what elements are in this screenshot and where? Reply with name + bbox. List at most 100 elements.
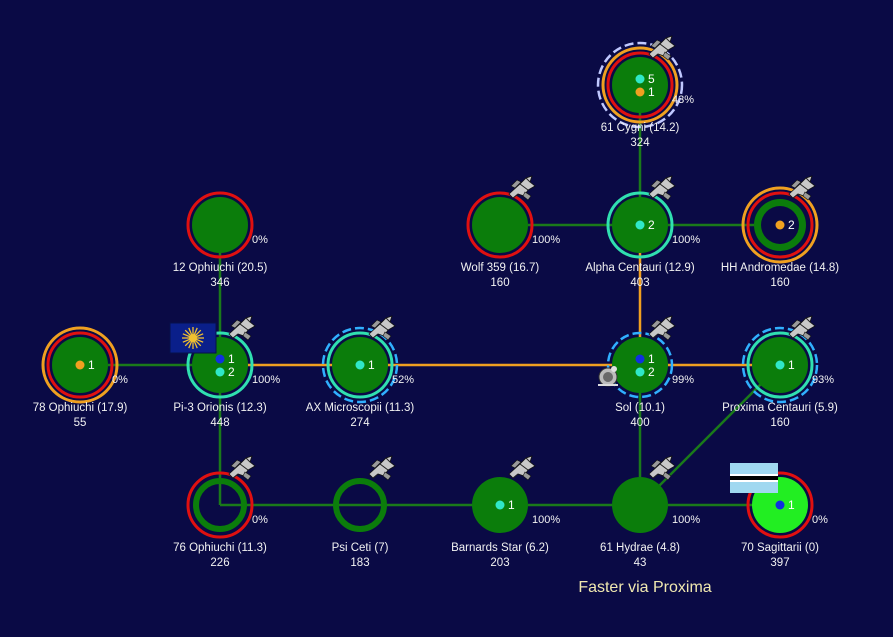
star-system-hh-andromedae[interactable]: 2 HH Andromedae (14.8) 160 xyxy=(721,175,839,289)
ownership-percent: 93% xyxy=(812,374,834,386)
ownership-ring-red xyxy=(186,471,254,539)
star-system-psi-ceti[interactable]: Psi Ceti (7) 183 xyxy=(332,455,396,569)
system-value-label: 55 xyxy=(74,417,87,429)
ownership-ring-dash xyxy=(321,326,399,404)
system-name-label: Barnards Star (6.2) xyxy=(451,542,549,554)
fleet-dot-orange xyxy=(75,360,85,370)
ownership-percent: 99% xyxy=(672,374,694,386)
fleet-count: 1 xyxy=(228,352,235,366)
ownership-percent: 100% xyxy=(672,514,700,526)
system-name-label: HH Andromedae (14.8) xyxy=(721,262,839,274)
fleet-dot-blue xyxy=(635,354,645,364)
fleet-dot-orange xyxy=(635,87,645,97)
fleet-count: 2 xyxy=(648,365,655,379)
ownership-ring-red xyxy=(746,191,814,259)
system-value-label: 43 xyxy=(634,557,647,569)
star-system-78-ophiuchi[interactable]: 10%78 Ophiuchi (17.9)55 xyxy=(33,326,128,429)
system-name-label: 61 Hydrae (4.8) xyxy=(600,542,680,554)
star-system-76-ophiuchi[interactable]: 0%76 Ophiuchi (11.3)226 xyxy=(173,455,268,569)
planet-disc xyxy=(612,57,668,113)
system-name-label: Psi Ceti (7) xyxy=(332,542,389,554)
system-name-label: 12 Ophiuchi (20.5) xyxy=(173,262,268,274)
system-value-label: 160 xyxy=(770,277,789,289)
star-system-ax-microscopii[interactable]: 152%AX Microscopii (11.3)274 xyxy=(306,315,415,429)
planet-disc xyxy=(193,478,247,532)
ownership-ring-cyan xyxy=(746,331,814,399)
ownership-ring-cyan xyxy=(606,191,674,259)
fleet-dot-blue xyxy=(775,500,785,510)
ownership-ring-red xyxy=(746,471,814,539)
star-system-70-sagittarii[interactable]: 1 0% 70 Sagittarii (0) 397 xyxy=(730,463,828,569)
fleet-dot-cyan xyxy=(635,74,645,84)
ownership-ring-orange xyxy=(601,46,679,124)
fighter-ship-icon[interactable] xyxy=(648,175,676,201)
system-value-label: 183 xyxy=(350,557,369,569)
system-name-label: 61 Cygni (14.2) xyxy=(601,122,680,134)
ownership-ring-cyan xyxy=(186,331,254,399)
system-value-label: 274 xyxy=(350,417,370,429)
star-system-barnards-star[interactable]: 1 100% Barnards Star (6.2) 203 xyxy=(451,455,560,569)
ownership-percent: 100% xyxy=(532,514,560,526)
fleet-dot-cyan xyxy=(215,367,225,377)
fleet-count: 2 xyxy=(648,218,655,232)
fleet-dot-cyan xyxy=(775,360,785,370)
ownership-percent: 0% xyxy=(252,514,268,526)
star-system-12-ophiuchi[interactable]: 0%12 Ophiuchi (20.5)346 xyxy=(173,191,268,289)
ownership-percent: 52% xyxy=(392,374,414,386)
fleet-dot-cyan xyxy=(355,360,365,370)
system-name-label: 70 Sagittarii (0) xyxy=(741,542,819,554)
fighter-ship-icon[interactable] xyxy=(648,315,676,341)
system-name-label: Alpha Centauri (12.9) xyxy=(585,262,694,274)
ownership-ring-red xyxy=(606,51,674,119)
star-system-proxima-centauri[interactable]: 1 93% Proxima Centauri (5.9) 160 xyxy=(722,315,838,429)
system-value-label: 160 xyxy=(770,417,789,429)
ownership-ring-orange xyxy=(41,326,119,404)
fighter-ship-icon[interactable] xyxy=(228,455,256,481)
ownership-percent: 0% xyxy=(812,514,828,526)
fighter-ship-icon[interactable] xyxy=(368,455,396,481)
ownership-ring-dash xyxy=(606,331,674,399)
fleet-count: 1 xyxy=(648,352,655,366)
fighter-ship-icon[interactable] xyxy=(648,455,676,481)
fleet-dot-cyan xyxy=(635,367,645,377)
fleet-dot-orange xyxy=(775,220,785,230)
system-name-label: AX Microscopii (11.3) xyxy=(306,402,415,414)
hyperlane-layer xyxy=(80,85,781,507)
fleet-dot-cyan xyxy=(495,500,505,510)
fleet-dot-blue xyxy=(215,354,225,364)
system-name-label: Wolf 359 (16.7) xyxy=(461,262,540,274)
system-name-label: 78 Ophiuchi (17.9) xyxy=(33,402,128,414)
planet-disc xyxy=(612,337,668,393)
system-value-label: 400 xyxy=(630,417,649,429)
fleet-count: 1 xyxy=(508,498,515,512)
system-value-label: 397 xyxy=(770,557,789,569)
fleet-count: 2 xyxy=(788,218,795,232)
fleet-count: 1 xyxy=(788,498,795,512)
fighter-ship-icon[interactable] xyxy=(508,455,536,481)
fleet-count: 1 xyxy=(788,358,795,372)
fighter-ship-icon[interactable] xyxy=(508,175,536,201)
fleet-count: 5 xyxy=(648,72,655,86)
ownership-percent: 43% xyxy=(672,94,694,106)
ownership-ring-cyan xyxy=(326,331,394,399)
star-system-wolf-359[interactable]: 100%Wolf 359 (16.7)160 xyxy=(461,175,561,289)
fleet-count: 1 xyxy=(88,358,95,372)
ownership-ring-dash-light xyxy=(596,41,684,129)
planet-disc xyxy=(333,478,387,532)
fighter-ship-icon[interactable] xyxy=(228,315,256,341)
ownership-percent: 100% xyxy=(672,234,700,246)
ownership-ring-orange xyxy=(741,186,819,264)
system-name-label: Sol (10.1) xyxy=(615,402,665,414)
ownership-percent: 100% xyxy=(532,234,560,246)
system-value-label: 203 xyxy=(490,557,509,569)
star-system-sol[interactable]: 12 99% Sol (10.1) 400 xyxy=(598,315,694,429)
star-system-61-hydrae[interactable]: 100% 61 Hydrae (4.8) 43 xyxy=(600,455,700,569)
system-name-label: Proxima Centauri (5.9) xyxy=(722,402,838,414)
fleet-count: 2 xyxy=(228,365,235,379)
stargate-icon[interactable] xyxy=(598,366,618,387)
